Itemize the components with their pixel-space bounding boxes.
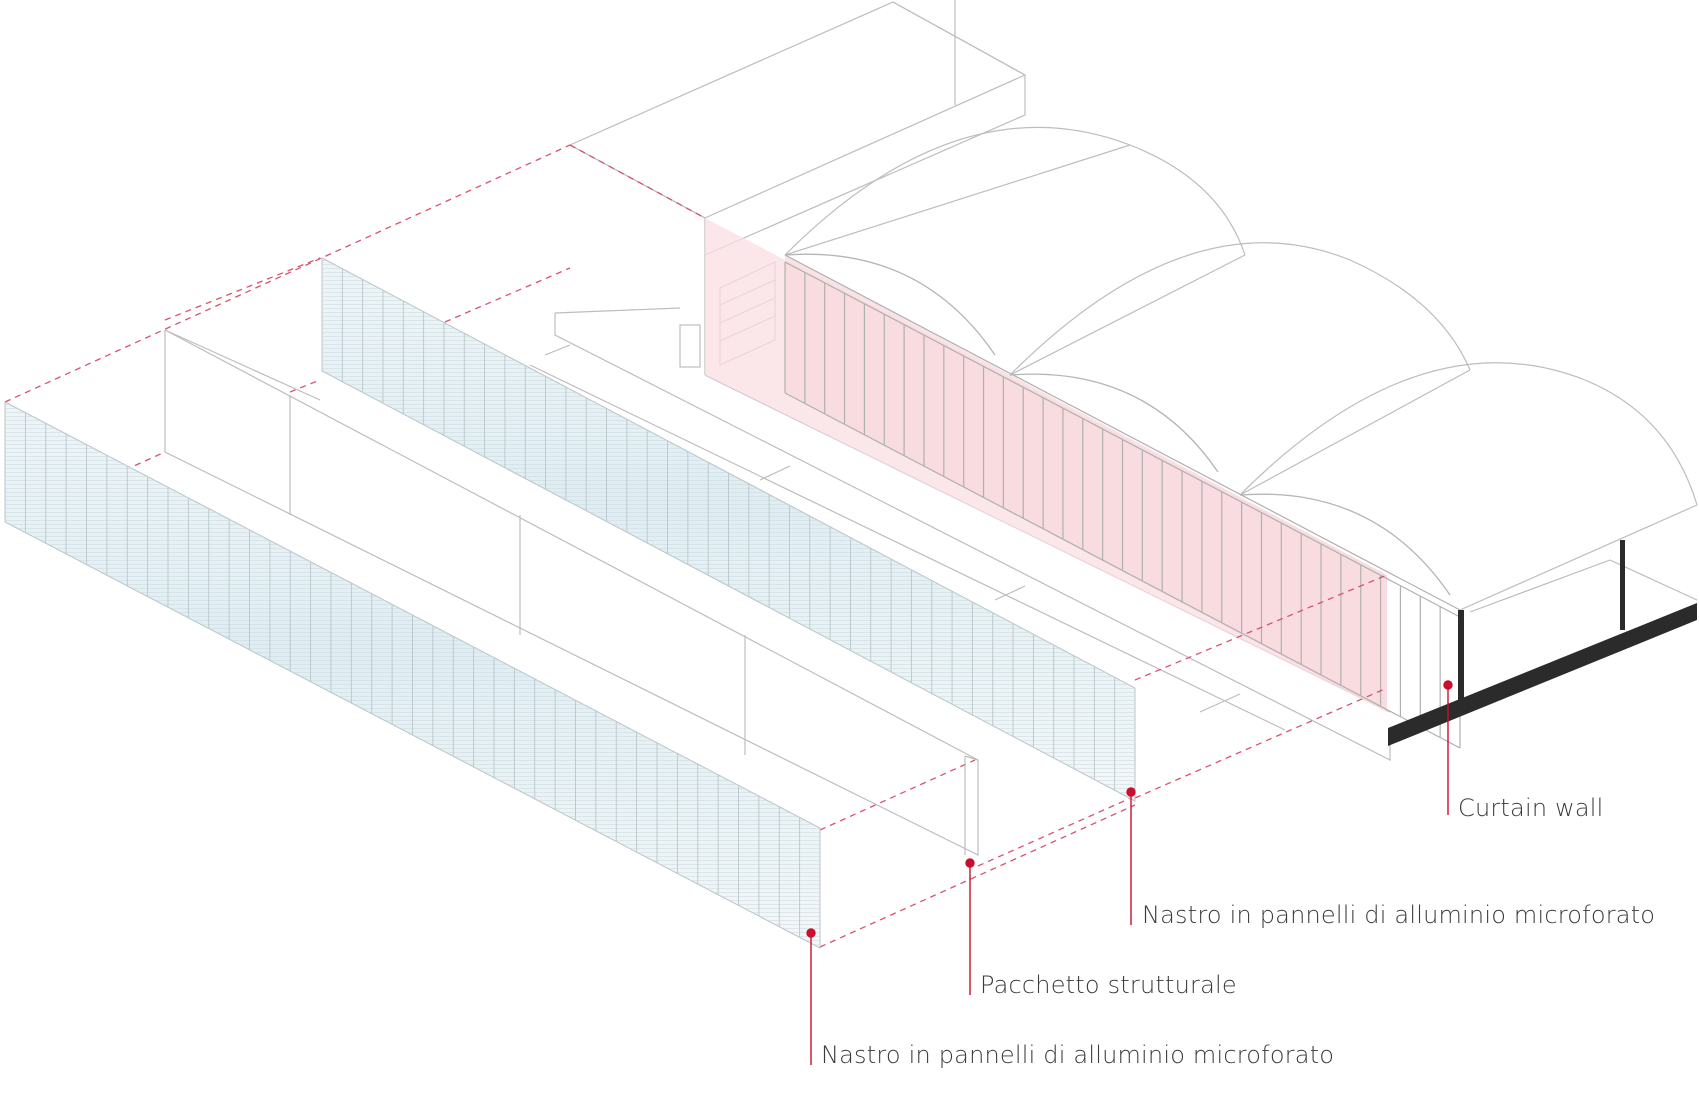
vault-1 [784,126,1246,256]
explode-lines [4,144,1388,948]
plinth [554,313,1391,761]
label-nastro-front: Nastro in pannelli di alluminio microfor… [821,1041,1335,1069]
rear-block-outline [569,1,1026,256]
callout-leaders [806,680,1453,1065]
building [529,0,1698,761]
curtain-wall-highlight [570,145,1387,712]
curtain-wall-dot [1443,680,1453,690]
pacchetto-dot [965,858,975,868]
structural-package [164,329,979,856]
nastro-front-dot [806,928,816,938]
nastro-back-dot [1126,787,1136,797]
facade-arches [784,253,1451,596]
label-nastro-back: Nastro in pannelli di alluminio microfor… [1142,901,1656,929]
vault-3 [1239,362,1698,506]
mesh-band-back [321,257,1136,802]
steel-structure [1388,540,1697,746]
vault-2 [1009,242,1471,376]
mesh-band-front [4,401,821,949]
label-pacchetto-strutturale: Pacchetto strutturale [980,971,1237,999]
label-curtain-wall: Curtain wall [1458,794,1604,822]
curtain-wall-mullions [784,254,1461,749]
